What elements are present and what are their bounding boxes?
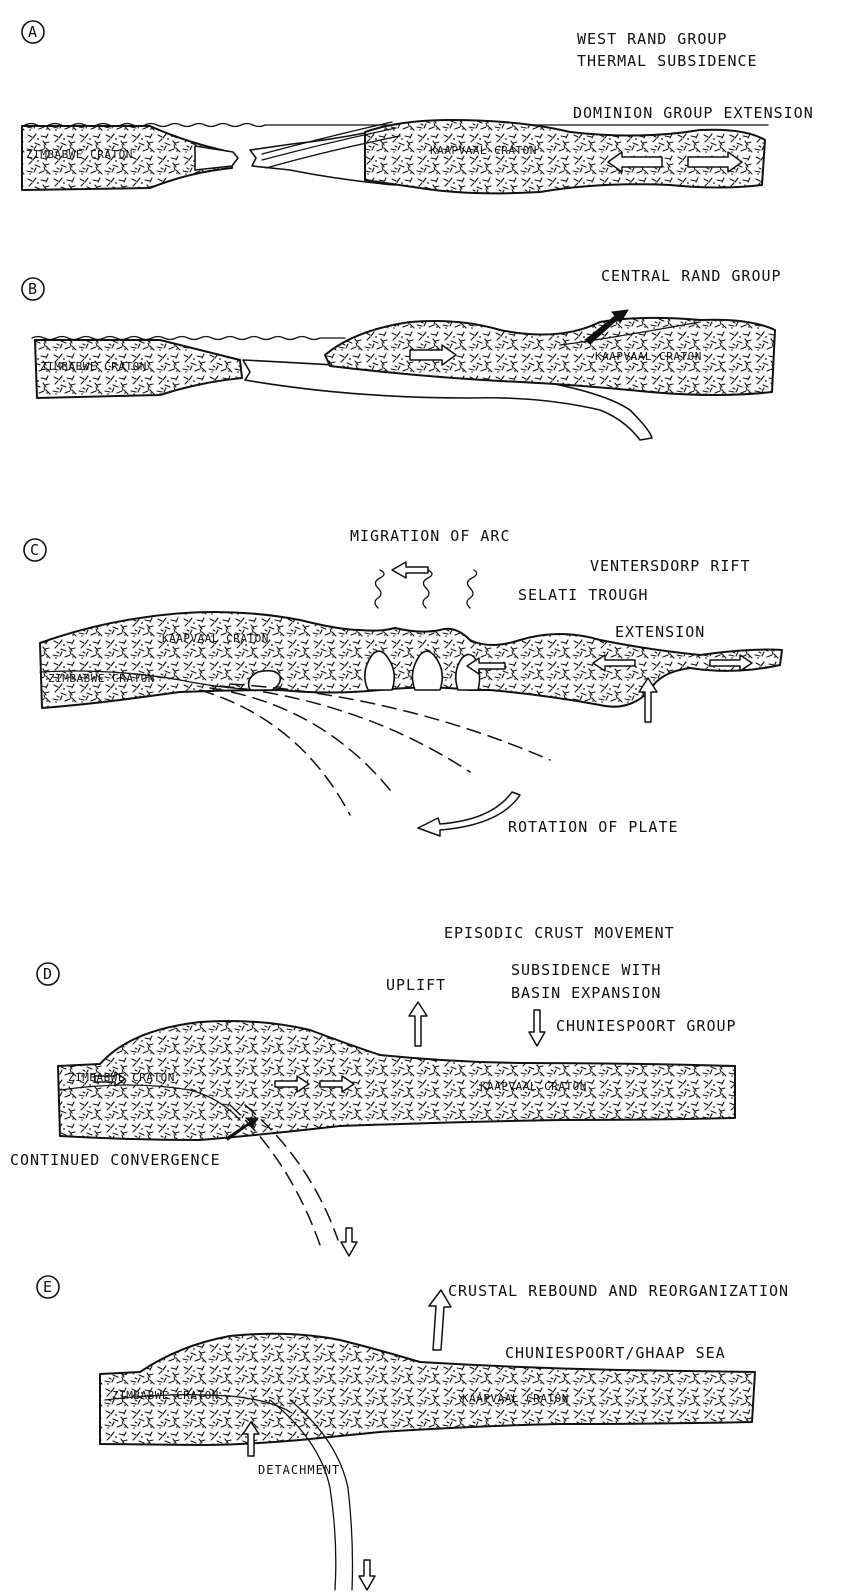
panel-a-zimbabwe-craton	[21, 125, 233, 191]
panel-e-crust	[99, 1332, 756, 1446]
panel-c-plume-1	[374, 569, 385, 609]
panel-d-convergence-arrow	[225, 1117, 259, 1141]
panel-a: A WEST RAND GROUP THERMAL SUBSIDENCE DOM…	[21, 20, 814, 195]
panel-e-slab-line-2	[289, 1399, 354, 1591]
panel-a-extension-arrow-right	[687, 151, 743, 173]
panel-c-uplift-arrow	[638, 677, 658, 723]
panel-a-zimbabwe-label: ZIMBABWE CRATON	[26, 148, 133, 161]
panel-b-push-arrow	[409, 344, 457, 366]
panel-b-annotation-central-rand: CENTRAL RAND GROUP	[601, 267, 782, 285]
panel-d-sink-arrow	[340, 1227, 358, 1257]
panel-a-label: A	[21, 20, 45, 44]
panel-a-sediment-wedge-2	[261, 127, 397, 161]
panel-d-push-arrow-2	[274, 1075, 310, 1093]
panel-c-plume-3	[466, 569, 478, 609]
panel-c-extension-arrow-3	[709, 654, 753, 672]
panel-e-letter: E	[43, 1278, 53, 1296]
panel-a-sediment-wedge-1	[261, 121, 393, 155]
panel-d-annotation-episodic: EPISODIC CRUST MOVEMENT	[444, 924, 675, 942]
panel-d-annotation-subsidence: SUBSIDENCE WITH	[511, 961, 661, 979]
panel-d-letter: D	[43, 965, 53, 983]
panel-d-uplift-arrow	[408, 1001, 428, 1047]
panel-c-label: C	[23, 538, 47, 562]
panel-a-kaapvaal-label: KAAPVAAL CRATON	[430, 144, 537, 157]
panel-c-slab-dash-4	[229, 683, 551, 761]
panel-a-kaapvaal-craton	[364, 119, 766, 195]
panel-b-letter: B	[28, 280, 38, 298]
panel-a-extension-arrow-left	[607, 151, 663, 173]
panel-d-annotation-uplift: UPLIFT	[386, 976, 446, 994]
panel-c-kaapvaal-label: KAAPVAAL CRATON	[162, 632, 269, 645]
panel-b-kaapvaal-craton	[324, 316, 776, 396]
panel-a-annotation-thermal-subsidence: THERMAL SUBSIDENCE	[577, 52, 758, 70]
panel-b-sea-surface	[31, 335, 346, 341]
panel-c-slab-dash-3	[219, 685, 471, 773]
panel-e-rebound-arrow	[428, 1289, 452, 1351]
panel-b-thrust-line	[559, 321, 701, 346]
panel-e-sink-arrow	[358, 1559, 376, 1591]
panel-c-annotation-extension: EXTENSION	[615, 623, 705, 641]
panel-c-letter: C	[30, 541, 40, 559]
panel-e-zimbabwe-label: ZIMBABWE CRATON	[112, 1389, 219, 1402]
panel-c-crust	[39, 610, 783, 709]
panel-a-zimbabwe-thinned-edge	[194, 145, 239, 171]
panel-d-suture	[59, 1084, 241, 1121]
panel-a-annotation-west-rand: WEST RAND GROUP	[577, 30, 727, 48]
panel-e-slab-line-1	[269, 1399, 337, 1591]
panel-c-plume-2	[422, 569, 433, 609]
panel-c-slab-dash-1	[199, 689, 351, 816]
panel-c-extension-arrow-2	[592, 654, 636, 672]
panel-d-kaapvaal-label: KAAPVAAL CRATON	[480, 1080, 587, 1093]
panel-a-sediment-wedge-3	[265, 135, 401, 169]
panel-d-annotation-convergence: CONTINUED CONVERGENCE	[10, 1151, 221, 1169]
panel-c: C MIGRATION OF ARC VENTERSDORP RIFT SELA…	[23, 527, 783, 837]
panel-e-kaapvaal-label: KAAPVAAL CRATON	[462, 1392, 569, 1405]
panel-e-annotation-detachment: DETACHMENT	[258, 1463, 340, 1477]
panel-d: D EPISODIC CRUST MOVEMENT UPLIFT SUBSIDE…	[10, 924, 737, 1257]
panel-d-annotation-chuniespoort: CHUNIESPOORT GROUP	[556, 1017, 737, 1035]
panel-c-annotation-migration-arc: MIGRATION OF ARC	[350, 527, 511, 545]
panel-e-suture	[104, 1394, 291, 1413]
panel-c-rotation-arrow	[417, 791, 521, 837]
panel-c-annotation-rotation-plate: ROTATION OF PLATE	[508, 818, 679, 836]
panel-c-migration-arrow	[391, 561, 429, 579]
panel-c-annotation-ventersdorp-rift: VENTERSDORP RIFT	[590, 557, 751, 575]
panel-d-zimbabwe-label: ZIMBABWE CRATON	[68, 1071, 175, 1084]
panel-a-letter: A	[28, 23, 38, 41]
panel-e-annotation-ghaap-sea: CHUNIESPOORT/GHAAP SEA	[505, 1344, 726, 1362]
panel-c-diapir-2	[364, 650, 396, 691]
panel-d-crust	[57, 1020, 736, 1141]
panel-d-push-arrow-1	[94, 1071, 126, 1087]
panel-c-annotation-selati-trough: SELATI TROUGH	[518, 586, 648, 604]
panel-c-diapir-3	[411, 650, 444, 691]
panel-b-kaapvaal-label: KAAPVAAL CRATON	[595, 350, 702, 363]
panel-e-annotation-crustal-rebound: CRUSTAL REBOUND AND REORGANIZATION	[448, 1282, 789, 1300]
panel-d-label: D	[36, 962, 60, 986]
panel-e-label: E	[36, 1275, 60, 1299]
panel-c-slab-dash-2	[209, 687, 391, 791]
panel-d-push-arrow-3	[319, 1075, 355, 1093]
panel-e: E CRUSTAL REBOUND AND REORGANIZATION CHU…	[36, 1275, 789, 1591]
panel-b: B CENTRAL RAND GROUP ZIMBABWE CRATON KAA…	[21, 267, 782, 441]
panel-b-label: B	[21, 277, 45, 301]
panel-b-zimbabwe-label: ZIMBABWE CRATON	[40, 360, 147, 373]
panel-d-annotation-basin-expansion: BASIN EXPANSION	[511, 984, 661, 1002]
panel-c-zimbabwe-label: ZIMBABWE CRATON	[48, 672, 155, 685]
panel-d-slab-dash-2	[244, 1104, 339, 1241]
panel-c-extension-arrow-1	[466, 657, 506, 675]
panel-d-subsidence-arrow	[528, 1009, 546, 1047]
panel-c-diapir-1	[247, 669, 282, 691]
panel-b-zimbabwe-craton	[34, 339, 243, 399]
panel-a-annotation-dominion-extension: DOMINION GROUP EXTENSION	[573, 104, 814, 122]
panel-e-detachment-arrow	[242, 1421, 260, 1457]
